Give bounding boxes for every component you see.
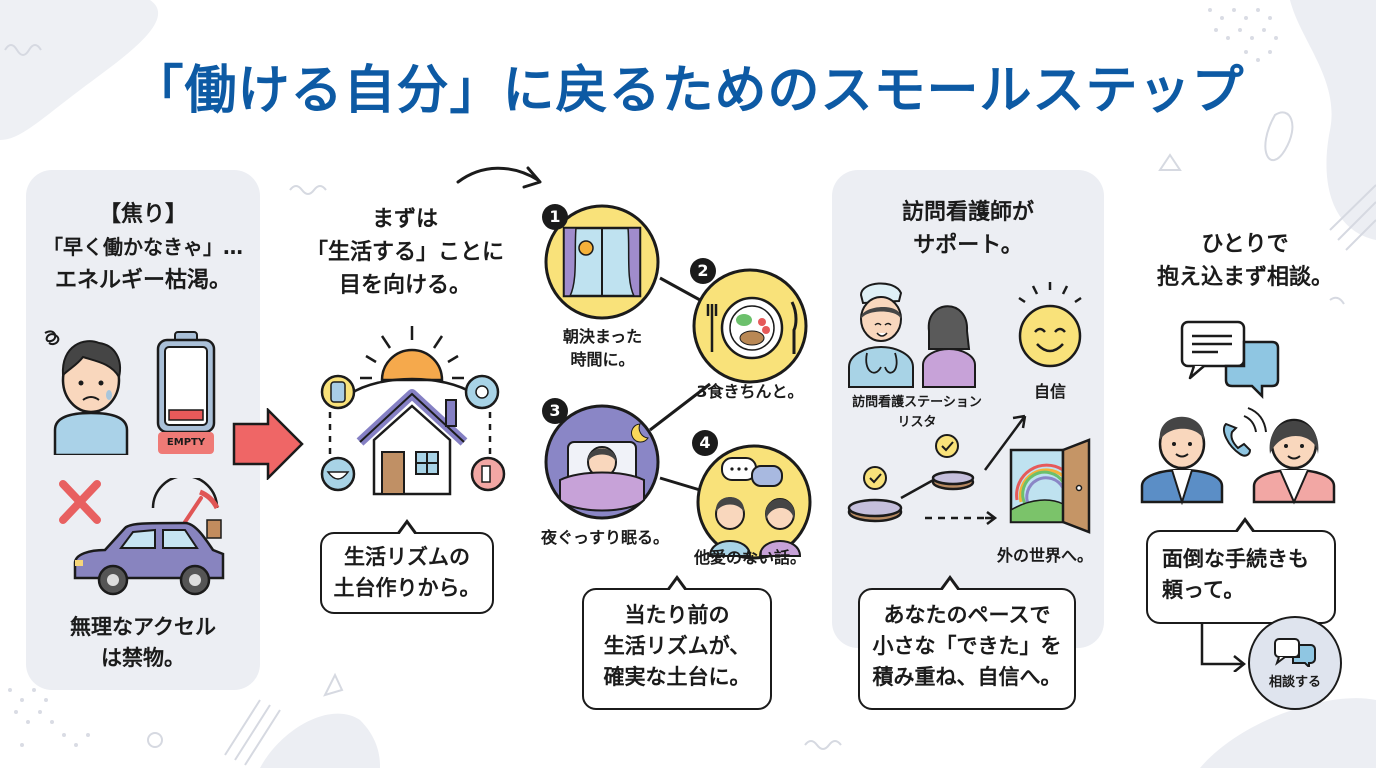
step-3-caption: 夜ぐっすり眠る。 — [540, 528, 669, 547]
bubble-line: 土台作りから。 — [333, 576, 481, 600]
step-badge-3: 3 — [542, 398, 568, 424]
worried-person-icon — [44, 330, 129, 455]
heading-line: 抱え込まず相談。 — [1156, 265, 1333, 290]
phone-consultation-icon — [1140, 320, 1336, 505]
step-1-caption: 朝決まった 時間に。 — [540, 325, 665, 371]
nurse-panel — [832, 170, 1104, 648]
outside-world-label: 外の世界へ。 — [996, 546, 1093, 565]
heading-line: エネルギー枯渇。 — [54, 268, 231, 293]
heading-line: まずは — [371, 207, 438, 232]
battery-label: EMPTY — [166, 437, 206, 448]
bubble-line: 生活リズムの — [344, 545, 470, 569]
living-heading: まずは 「生活する」ことに 目を向ける。 — [280, 203, 530, 302]
step-4-caption: 他愛のない話。 — [693, 548, 806, 567]
bubble-line: 積み重ね、自信へ。 — [872, 665, 1062, 689]
anxiety-heading: 【焦り】 「早く働かなきゃ」… エネルギー枯渇。 — [26, 198, 260, 297]
curved-arrow-icon — [456, 166, 542, 189]
consult-heading: ひとりで 抱え込まず相談。 — [1130, 228, 1360, 294]
consult-button-label: 相談する — [1268, 674, 1321, 690]
consult-button[interactable]: 相談する — [1248, 616, 1342, 710]
bubble-line: 生活リズムが、 — [603, 634, 751, 658]
living-bubble: 生活リズムの 土台作りから。 — [320, 519, 494, 614]
station-name: 訪問看護ステーション リスタ — [832, 393, 1002, 433]
steps-illustration — [544, 204, 812, 560]
bubble-line: 面倒な手続きも — [1162, 547, 1309, 571]
nurse-heading: 訪問看護師が サポート。 — [832, 196, 1104, 262]
step-2-caption: 3食きちんと。 — [696, 382, 804, 401]
smile-sun-icon — [1018, 282, 1082, 368]
caption-line: は禁物。 — [101, 646, 185, 670]
confidence-label: 自信 — [1033, 382, 1066, 401]
step-badge-4: 4 — [692, 430, 718, 456]
car-accelerator-icon — [59, 478, 225, 596]
caption-line: 時間に。 — [570, 350, 635, 369]
heading-line: ひとりで — [1201, 232, 1289, 257]
anxiety-caption: 無理なアクセル は禁物。 — [26, 612, 260, 674]
elbow-arrow-icon — [1200, 624, 1247, 672]
nurse-bubble: あなたのペースで 小さな「できた」を 積み重ね、自信へ。 — [858, 575, 1076, 710]
heading-line: 【焦り】 — [98, 202, 187, 227]
bubble-line: 当たり前の — [624, 603, 730, 627]
station-line: リスタ — [897, 415, 937, 430]
home-routine-icon — [320, 326, 506, 496]
bubble-line: 確実な土台に。 — [603, 665, 751, 689]
heading-line: 目を向ける。 — [338, 273, 471, 298]
arrow-right-icon — [232, 408, 304, 480]
caption-line: 朝決まった — [562, 327, 643, 346]
chat-bubbles-icon — [1274, 637, 1316, 667]
heading-line: 「生活する」ことに — [305, 240, 504, 265]
nurse-and-client-icon — [848, 282, 976, 388]
steps-bubble: 当たり前の 生活リズムが、 確実な土台に。 — [582, 575, 772, 710]
heading-line: 訪問看護師が — [901, 200, 1034, 225]
battery-empty-icon — [156, 331, 216, 454]
bubble-line: 頼って。 — [1162, 578, 1245, 602]
page-title: 「働ける自分」に戻るためのスモールステップ — [131, 61, 1245, 121]
caption-line: 無理なアクセル — [70, 615, 216, 639]
step-badge-2: 2 — [690, 258, 716, 284]
bubble-line: あなたのペースで — [883, 603, 1051, 627]
station-line: 訪問看護ステーション — [852, 395, 982, 410]
step-badge-1: 1 — [542, 204, 568, 230]
heading-line: サポート。 — [913, 233, 1023, 258]
stepping-stones-door-icon — [847, 414, 1091, 534]
heading-line: 「早く働かなきゃ」… — [43, 235, 243, 259]
consult-bubble: 面倒な手続きも 頼って。 — [1146, 517, 1336, 624]
bubble-line: 小さな「できた」を — [872, 634, 1062, 658]
